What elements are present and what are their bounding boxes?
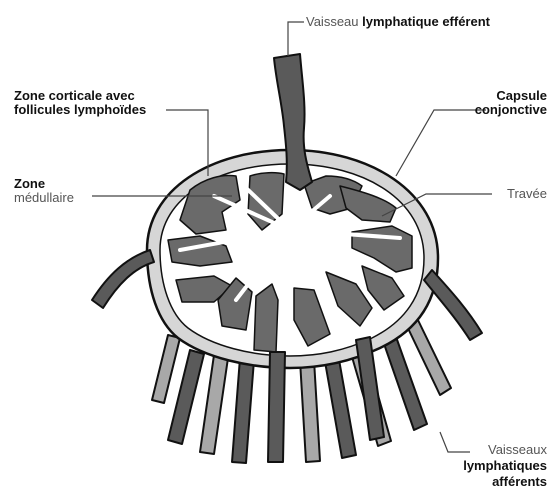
afferent-vessel: [200, 355, 228, 454]
label-capsule-line2: conjonctive: [475, 102, 547, 117]
label-afferent-line2: lymphatiques: [463, 458, 547, 473]
label-travee: Travée: [507, 186, 547, 201]
leader-capsule: [396, 110, 486, 176]
label-medullary-line1: Zone: [14, 176, 45, 191]
label-efferent-prefix: Vaisseau: [306, 14, 359, 29]
follicle: [254, 284, 278, 352]
label-afferent-line1: Vaisseaux: [488, 442, 547, 457]
label-cortical-line1: Zone corticale avec: [14, 88, 135, 103]
afferent-vessel: [424, 270, 482, 340]
afferent-vessel: [324, 354, 356, 458]
afferent-vessel: [152, 335, 180, 403]
leader-afferent: [440, 432, 470, 452]
label-cortical-line2: follicules lymphoïdes: [14, 102, 146, 117]
label-capsule-line1: Capsule: [496, 88, 547, 103]
leader-cortical: [166, 110, 208, 176]
afferent-vessel: [92, 250, 154, 308]
afferent-vessel: [232, 358, 254, 463]
label-efferent-main: lymphatique efférent: [362, 14, 490, 29]
label-medullary-line2: médullaire: [14, 190, 74, 205]
leader-efferent: [288, 22, 304, 56]
label-efferent-vessel: Vaisseau lymphatique efférent: [306, 14, 490, 29]
afferent-vessel: [268, 352, 285, 462]
label-afferent-line3: afférents: [492, 474, 547, 489]
afferent-vessel: [300, 360, 320, 462]
